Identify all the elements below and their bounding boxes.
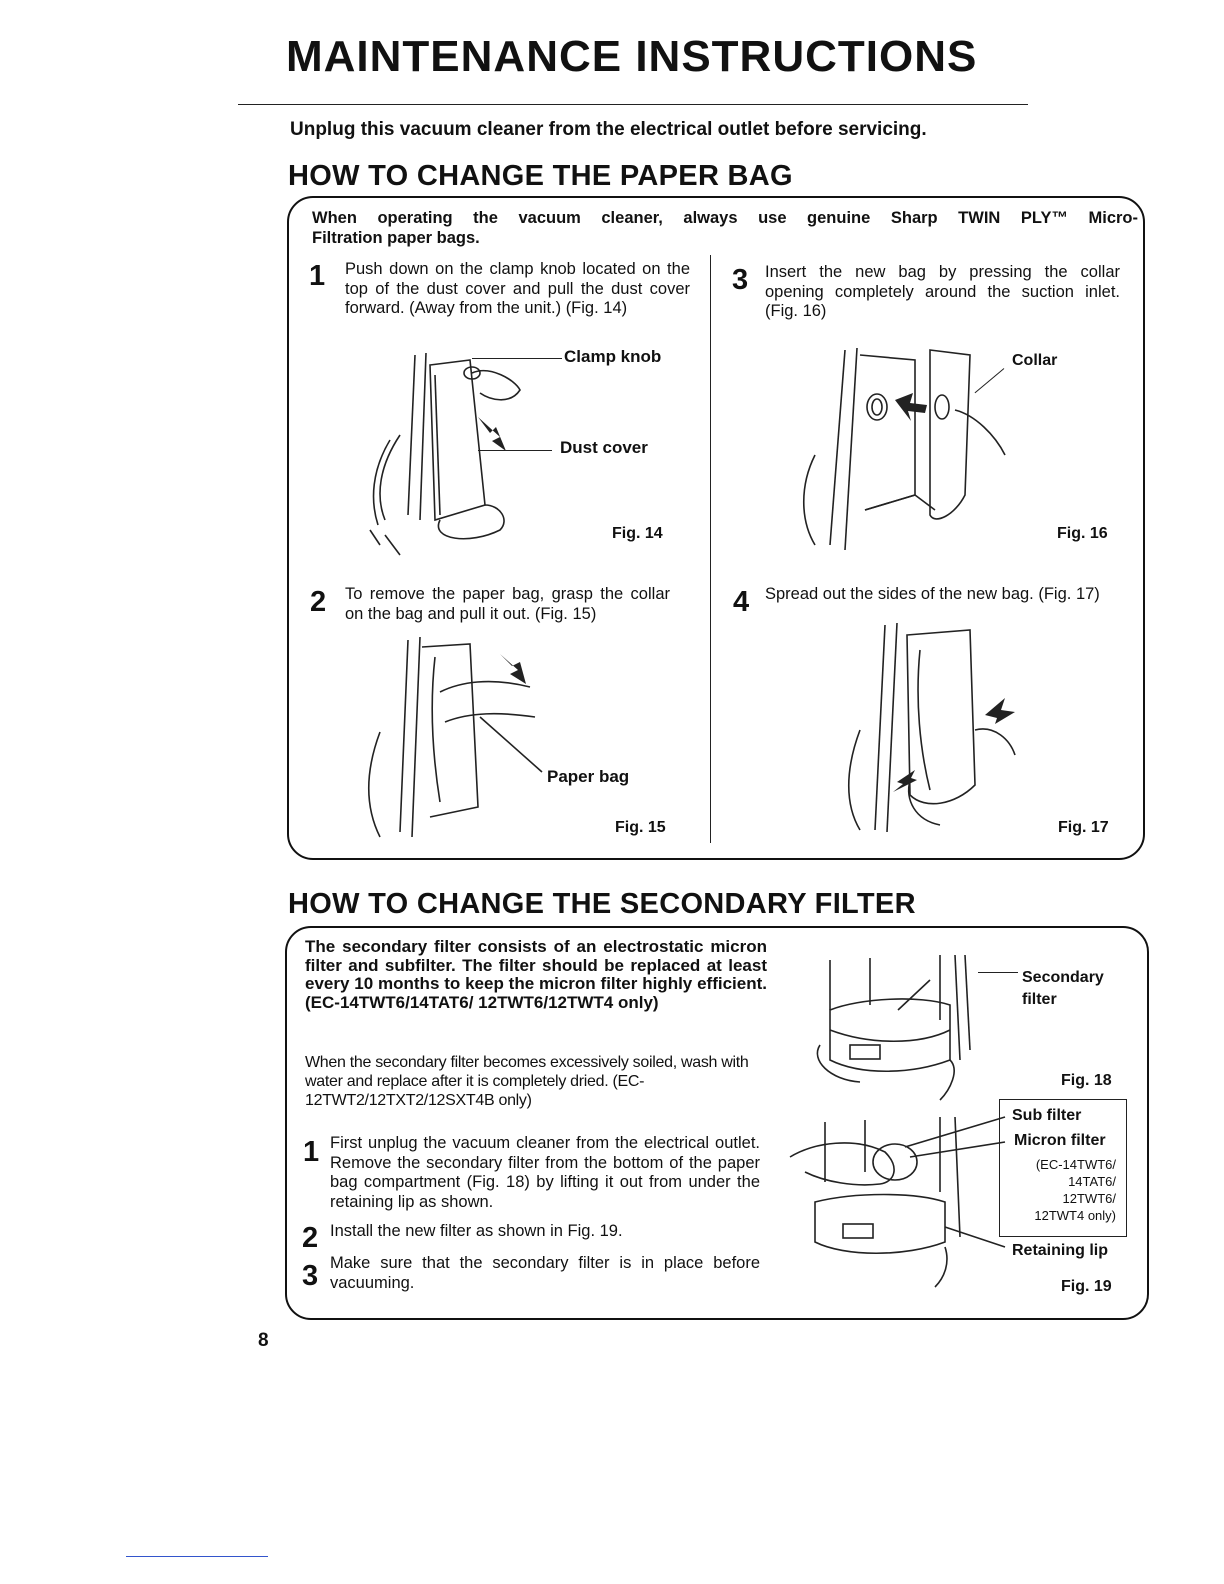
fig-18-caption: Fig. 18: [1061, 1072, 1112, 1089]
filter-step-1-text: First unplug the vacuum cleaner from the…: [330, 1134, 760, 1211]
fig-15-caption: Fig. 15: [615, 819, 666, 836]
paper-bag-heading: HOW TO CHANGE THE PAPER BAG: [288, 160, 793, 192]
secondary-filter-label-line1: Secondary: [1022, 969, 1104, 986]
dust-cover-leader: [478, 450, 552, 451]
page-title: MAINTENANCE INSTRUCTIONS: [286, 32, 978, 81]
paper-bag-intro-line1: When operating the vacuum cleaner, alway…: [312, 209, 1138, 227]
filter-step-3-text: Make sure that the secondary filter is i…: [330, 1254, 760, 1292]
secondary-filter-intro-plain: When the secondary filter becomes excess…: [305, 1054, 749, 1109]
secondary-filter-heading: HOW TO CHANGE THE SECONDARY FILTER: [288, 888, 916, 920]
secondary-filter-leader: [978, 972, 1018, 973]
models-line1: (EC-14TWT6/: [1035, 1157, 1116, 1172]
title-divider: [238, 104, 1028, 105]
secondary-filter-label-line2: filter: [1022, 991, 1057, 1008]
step-4-number: 4: [733, 586, 750, 618]
step-2-number: 2: [310, 586, 327, 618]
paper-bag-intro-line2: Filtration paper bags.: [312, 229, 480, 247]
secondary-filter-box: [285, 926, 1149, 1320]
paper-bag-box: [287, 196, 1145, 860]
micron-filter-callout-box: [999, 1099, 1127, 1237]
clamp-knob-label: Clamp knob: [564, 347, 662, 366]
unplug-warning: Unplug this vacuum cleaner from the elec…: [290, 119, 927, 140]
paper-bag-column-divider: [710, 255, 711, 843]
fig-18-illustration: [816, 954, 971, 1101]
fig-17-caption: Fig. 17: [1058, 819, 1109, 836]
fig-14-caption: Fig. 14: [612, 525, 663, 542]
models-line4: 12TWT4 only): [1034, 1208, 1116, 1223]
dust-cover-label: Dust cover: [560, 438, 648, 457]
collar-label: Collar: [1012, 352, 1058, 369]
fig-19-illustration: [789, 1116, 1006, 1288]
secondary-filter-label: Secondary filter: [1022, 967, 1104, 1011]
sub-filter-label: Sub filter: [1012, 1107, 1082, 1124]
filter-step-2-text: Install the new filter as shown in Fig. …: [330, 1222, 623, 1240]
fig-16-caption: Fig. 16: [1057, 525, 1108, 542]
step-3-text: Insert the new bag by pressing the colla…: [765, 263, 1120, 320]
fig-17-illustration: [848, 622, 1016, 833]
page-number: 8: [258, 1330, 269, 1351]
step-3-number: 3: [732, 264, 749, 296]
filter-step-2-number: 2: [302, 1222, 319, 1254]
fig-16-illustration: [802, 347, 1006, 551]
fig-19-caption: Fig. 19: [1061, 1278, 1112, 1295]
filter-step-1-number: 1: [303, 1136, 320, 1168]
secondary-filter-intro-bold: The secondary filter consists of an elec…: [305, 937, 767, 1012]
footer-rule: [126, 1556, 268, 1557]
fig-14-illustration: [369, 352, 521, 556]
models-line2: 14TAT6/: [1068, 1174, 1116, 1189]
paper-bag-label: Paper bag: [547, 767, 630, 786]
step-1-text: Push down on the clamp knob located on t…: [345, 260, 690, 317]
fig-15-illustration: [368, 636, 543, 838]
models-line3: 12TWT6/: [1062, 1191, 1116, 1206]
step-2-text: To remove the paper bag, grasp the colla…: [345, 585, 670, 623]
filter-step-3-number: 3: [302, 1260, 319, 1292]
step-1-number: 1: [309, 260, 326, 292]
clamp-knob-leader: [472, 358, 562, 359]
step-4-text: Spread out the sides of the new bag. (Fi…: [765, 585, 1100, 603]
micron-filter-models: (EC-14TWT6/ 14TAT6/ 12TWT6/ 12TWT4 only): [1008, 1156, 1116, 1224]
micron-filter-label: Micron filter: [1014, 1132, 1106, 1149]
retaining-lip-label: Retaining lip: [1012, 1242, 1108, 1259]
